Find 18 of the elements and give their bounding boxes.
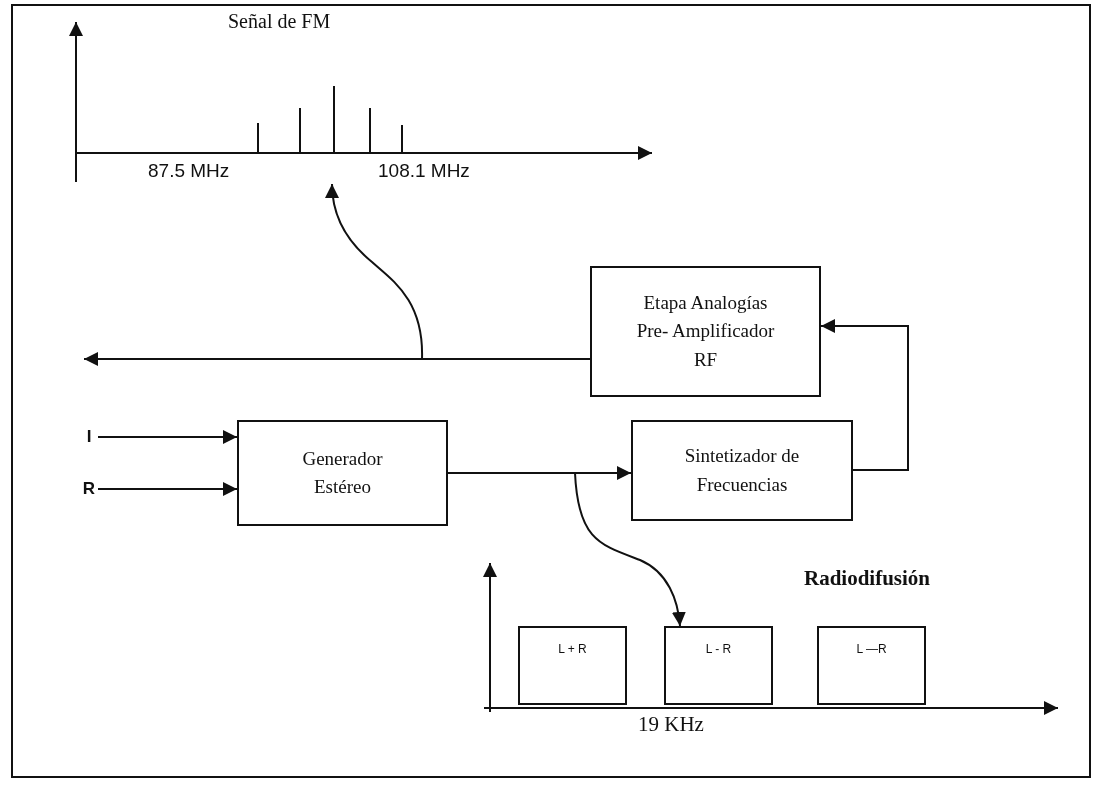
- arrow: [97, 482, 238, 496]
- axis-label: 19 KHz: [638, 712, 704, 737]
- process-box: Etapa Analogías Pre- Amplificador RF: [590, 266, 821, 397]
- axis-label: 108.1 MHz: [378, 160, 470, 182]
- process-box: Sintetizador de Frecuencias: [631, 420, 853, 521]
- arrow: [820, 319, 909, 471]
- axis-label: 87.5 MHz: [148, 160, 230, 182]
- arrow: [325, 183, 591, 360]
- signal-label: I: [80, 425, 98, 449]
- process-box: Generador Estéreo: [237, 420, 448, 526]
- band-box: L + R: [518, 626, 627, 705]
- arrow: [447, 472, 686, 627]
- band-box: L - R: [664, 626, 773, 705]
- signal-label: R: [80, 477, 98, 501]
- chart-title: Señal de FM: [228, 10, 331, 33]
- chart-title: Radiodifusión: [804, 566, 931, 591]
- band-box: L —R: [817, 626, 926, 705]
- arrow: [97, 430, 238, 444]
